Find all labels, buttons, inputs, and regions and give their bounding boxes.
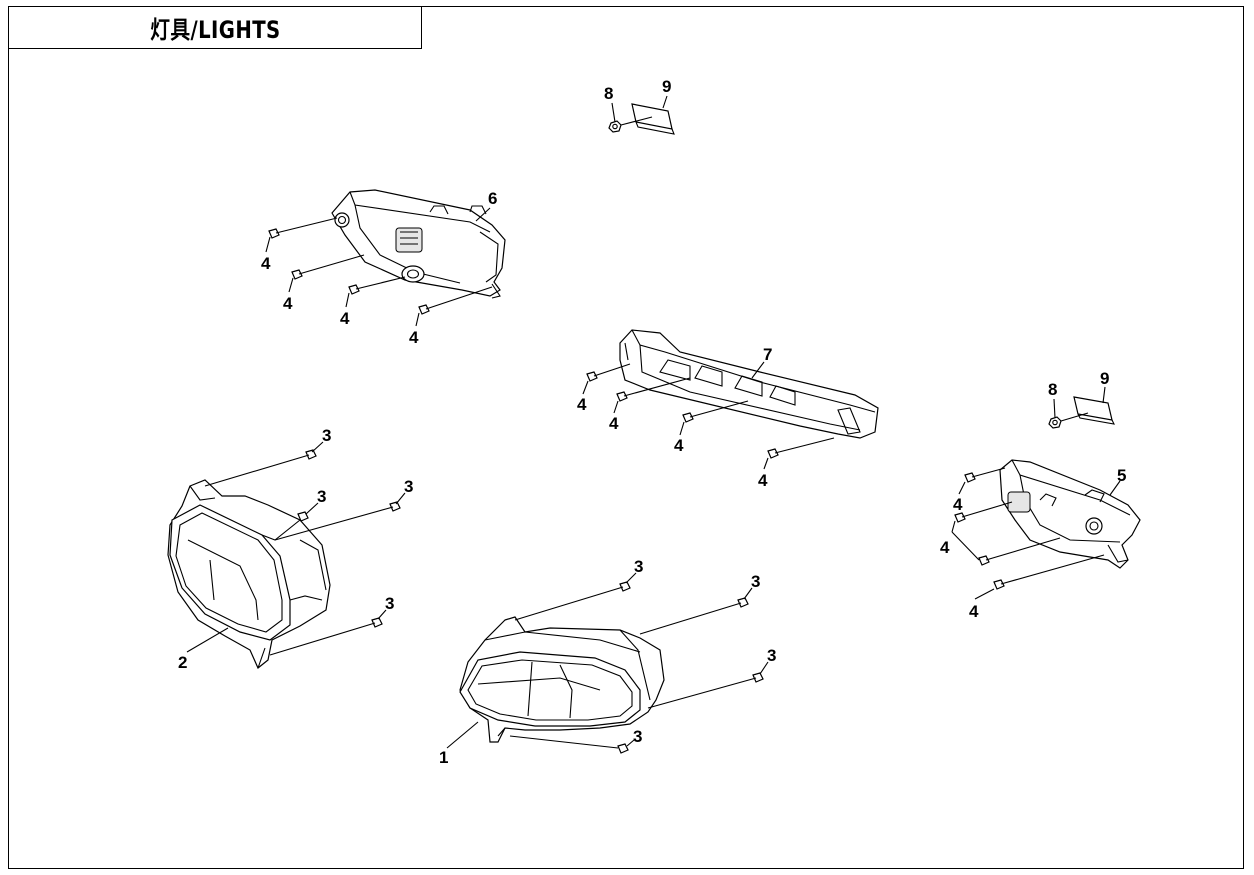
callout-1: 1	[439, 748, 448, 767]
callout-3: 3	[633, 727, 642, 746]
plate-9-top	[631, 103, 675, 135]
callout-labels: 8 9 6 4 4 4 4 7 4 4 4 4 8 9 5 4 4 4 3 3 …	[178, 77, 1126, 767]
rear-light-bar-7	[619, 329, 879, 439]
callout-8: 8	[604, 84, 613, 103]
screws-4-part5	[954, 467, 1105, 590]
callout-6: 6	[488, 189, 497, 208]
page-title: 灯具/LIGHTS	[149, 16, 281, 44]
screws-4-part7	[586, 363, 835, 459]
callout-5: 5	[1117, 466, 1126, 485]
headlight-1	[459, 616, 665, 743]
turn-light-housing-5	[999, 459, 1141, 569]
callout-4: 4	[340, 309, 350, 328]
callout-4: 4	[940, 538, 950, 557]
callout-3: 3	[751, 572, 760, 591]
callout-8: 8	[1048, 380, 1057, 399]
callout-7: 7	[763, 345, 772, 364]
turn-light-housing-6	[331, 189, 506, 299]
callout-2: 2	[178, 653, 187, 672]
callout-4: 4	[674, 436, 684, 455]
screws-3-part2	[204, 449, 401, 656]
drawing-frame	[8, 6, 1244, 869]
callout-3: 3	[767, 646, 776, 665]
callout-9: 9	[662, 77, 671, 96]
headlight-2	[167, 479, 331, 669]
callout-4: 4	[609, 414, 619, 433]
callout-4: 4	[758, 471, 768, 490]
leader-lines	[186, 95, 1121, 749]
callout-3: 3	[385, 594, 394, 613]
callout-4: 4	[261, 254, 271, 273]
callout-3: 3	[404, 477, 413, 496]
callout-4: 4	[409, 328, 419, 347]
title-block: 灯具/LIGHTS	[8, 6, 422, 49]
nut-8-right	[1048, 412, 1089, 429]
callout-9: 9	[1100, 369, 1109, 388]
callout-3: 3	[322, 426, 331, 445]
plate-9-right	[1073, 396, 1115, 425]
callout-4: 4	[577, 395, 587, 414]
nut-8-top	[608, 116, 653, 133]
callout-4: 4	[283, 294, 293, 313]
callout-3: 3	[634, 557, 643, 576]
screws-3-part1	[509, 581, 764, 754]
callout-4: 4	[953, 495, 963, 514]
screws-4-part6	[268, 217, 493, 315]
callout-4: 4	[969, 602, 979, 621]
callout-3: 3	[317, 487, 326, 506]
